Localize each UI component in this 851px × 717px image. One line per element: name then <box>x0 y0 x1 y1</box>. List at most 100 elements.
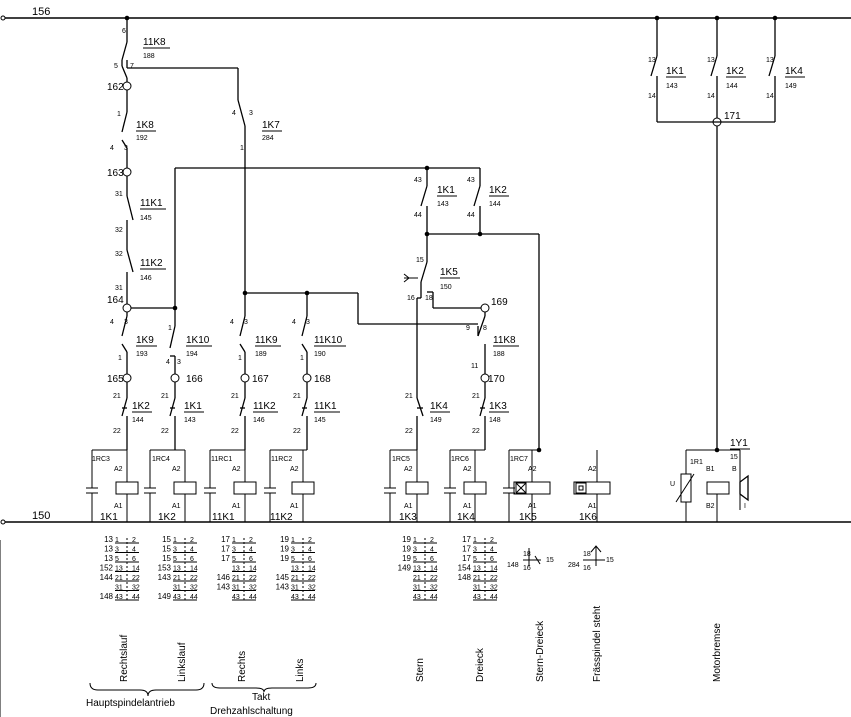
svg-text:14: 14 <box>766 93 774 100</box>
svg-text:18: 18 <box>425 295 433 302</box>
label-linkslauf: Linkslauf <box>177 642 188 682</box>
svg-text:1K2: 1K2 <box>132 401 150 412</box>
svg-text:11K10: 11K10 <box>314 335 343 346</box>
coil-label-1K5: 1K5 <box>519 512 537 523</box>
contact-table-cell: 21 <box>291 575 299 582</box>
contact-table-cell: 32 <box>430 585 438 592</box>
contact-table-cell: 14 <box>490 566 498 573</box>
contact-table-cell: 2 <box>190 537 194 544</box>
svg-text:21: 21 <box>161 393 169 400</box>
coil-group-1K1: 1RC3 A2 A1 1K1 <box>86 449 139 523</box>
column-1-chain <box>121 15 238 450</box>
svg-text:11K2: 11K2 <box>140 258 163 269</box>
svg-text:21: 21 <box>472 393 480 400</box>
label-stern: Stern <box>415 658 426 682</box>
contact-1K1-b: 43 44 1K1 143 <box>414 177 457 219</box>
contact-table-cell: 17 <box>221 554 230 563</box>
contact-table-cell: 1 <box>232 537 236 544</box>
contact-1K3-a: 21 22 1K3 148 <box>472 393 509 435</box>
contact-table-cell: 19 <box>402 545 411 554</box>
svg-text:1K9: 1K9 <box>136 335 154 346</box>
contact-table-cell: 31 <box>473 585 481 592</box>
contact-table-cell: 152 <box>100 564 114 573</box>
svg-text:32: 32 <box>115 251 123 258</box>
contact-table-cell: 15 <box>162 535 171 544</box>
svg-text:145: 145 <box>140 215 152 222</box>
contact-table-cell: 17 <box>221 535 230 544</box>
contact-table-cell: 22 <box>132 575 140 582</box>
svg-text:11K2: 11K2 <box>253 401 276 412</box>
svg-text:3: 3 <box>177 359 181 366</box>
contact-table-cell: 17 <box>221 545 230 554</box>
contact-table-cell: 148 <box>100 592 114 601</box>
contact-table-cell: 2 <box>308 537 312 544</box>
contact-table-cell: 44 <box>249 594 257 601</box>
contact-table-cell: 13 <box>413 566 421 573</box>
contact-1K7: 4 3 1 1K7 284 <box>232 110 282 152</box>
svg-text:1K4: 1K4 <box>430 401 448 412</box>
svg-text:43: 43 <box>467 177 475 184</box>
contact-table-cell: 5 <box>232 556 236 563</box>
contact-table-cell: 5 <box>473 556 477 563</box>
brace-hauptspindel <box>89 682 205 697</box>
node-166: 166 <box>186 374 203 385</box>
svg-text:11K1: 11K1 <box>140 198 163 209</box>
svg-text:16: 16 <box>583 565 591 572</box>
svg-text:14: 14 <box>707 93 715 100</box>
contact-table-cell: 4 <box>490 547 494 554</box>
node-164: 164 <box>107 295 124 306</box>
label-links: Links <box>295 659 306 682</box>
contact-table-cell: 22 <box>490 575 498 582</box>
contact-table-cell: 31 <box>173 585 181 592</box>
contact-table-cell: 43 <box>473 594 481 601</box>
contact-table-cell: 31 <box>291 585 299 592</box>
contact-table-cell: 3 <box>473 547 477 554</box>
svg-text:31: 31 <box>115 191 123 198</box>
contact-table-cell: 44 <box>190 594 198 601</box>
svg-text:A2: A2 <box>114 466 123 473</box>
contact-table-cell: 44 <box>132 594 140 601</box>
svg-text:1K7: 1K7 <box>262 120 280 131</box>
svg-text:A1: A1 <box>114 503 123 510</box>
contact-table-cell: 1 <box>413 537 417 544</box>
contact-1K2-c: 13 14 1K2 144 <box>707 57 746 100</box>
svg-text:1K1: 1K1 <box>666 66 684 77</box>
contact-table-cell: 146 <box>217 573 231 582</box>
svg-text:3: 3 <box>249 110 253 117</box>
contact-table-cell: 5 <box>291 556 295 563</box>
svg-text:9: 9 <box>466 325 470 332</box>
svg-text:11K8: 11K8 <box>143 37 166 48</box>
label-rechts: Rechts <box>237 651 248 682</box>
contact-table-cell: 3 <box>291 547 295 554</box>
contact-11K1-a: 31 32 11K1 145 <box>115 191 166 234</box>
contact-table-cell: 6 <box>490 556 494 563</box>
svg-text:1RC5: 1RC5 <box>392 456 410 463</box>
contact-1K1-a: 21 22 1K1 143 <box>161 393 204 435</box>
svg-text:15: 15 <box>546 557 554 564</box>
svg-text:18: 18 <box>523 551 531 558</box>
contact-1K8: 1 4 3 1K8 192 <box>110 111 156 152</box>
svg-text:144: 144 <box>132 417 144 424</box>
top-rail: 156 <box>0 6 851 21</box>
svg-text:44: 44 <box>414 212 422 219</box>
svg-text:44: 44 <box>467 212 475 219</box>
svg-text:A2: A2 <box>290 466 299 473</box>
contact-table-cell: 19 <box>402 535 411 544</box>
svg-text:144: 144 <box>726 83 738 90</box>
contact-table-cell: 32 <box>249 585 257 592</box>
contact-table-cell: 4 <box>308 547 312 554</box>
contact-table-cell: 14 <box>430 566 438 573</box>
svg-text:B: B <box>732 466 737 473</box>
contact-1K2-a: 21 22 1K2 144 <box>113 393 152 435</box>
brake-coil-1Y1: 1R1 U B1 B2 B I 1Y1 15 <box>670 438 750 522</box>
svg-text:21: 21 <box>405 393 413 400</box>
svg-text:5: 5 <box>114 63 118 70</box>
coil-label-1K2: 1K2 <box>158 512 176 523</box>
svg-text:16: 16 <box>523 565 531 572</box>
svg-text:11K9: 11K9 <box>255 335 278 346</box>
svg-text:149: 149 <box>430 417 442 424</box>
